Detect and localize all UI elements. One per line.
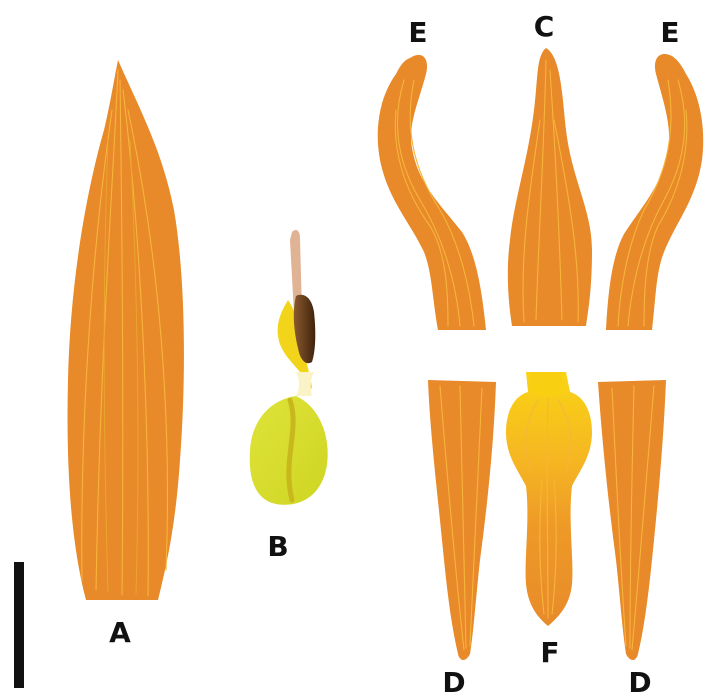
lateral-petal-e-right: E xyxy=(606,16,703,330)
lip-callus xyxy=(530,372,564,397)
label-f: F xyxy=(540,636,559,669)
lateral-sepal-d-right-shape xyxy=(598,380,666,660)
label-b: B xyxy=(267,530,288,563)
lip-f-shape xyxy=(506,372,592,626)
lateral-petal-e-right-shape xyxy=(606,54,703,330)
lateral-sepal-d-right: D xyxy=(598,380,666,696)
label-d-right: D xyxy=(628,666,651,696)
label-d-left: D xyxy=(442,666,465,696)
lateral-sepal-d-left-shape xyxy=(428,380,496,660)
dorsal-sepal-a: A xyxy=(68,60,184,649)
column-b: B xyxy=(250,230,328,563)
petal-c-shape xyxy=(508,48,592,326)
lateral-petal-e-left-shape xyxy=(378,55,486,330)
petal-c: C xyxy=(508,10,592,326)
label-a: A xyxy=(109,616,131,649)
label-c: C xyxy=(534,10,555,43)
scale-bar xyxy=(14,562,24,688)
lateral-petal-e-left: E xyxy=(378,16,486,330)
label-e-right: E xyxy=(660,16,679,49)
lateral-sepal-d-left: D xyxy=(428,380,496,696)
lip-f: F xyxy=(506,372,592,669)
dorsal-sepal-shape xyxy=(68,60,184,600)
label-e-left: E xyxy=(408,16,427,49)
